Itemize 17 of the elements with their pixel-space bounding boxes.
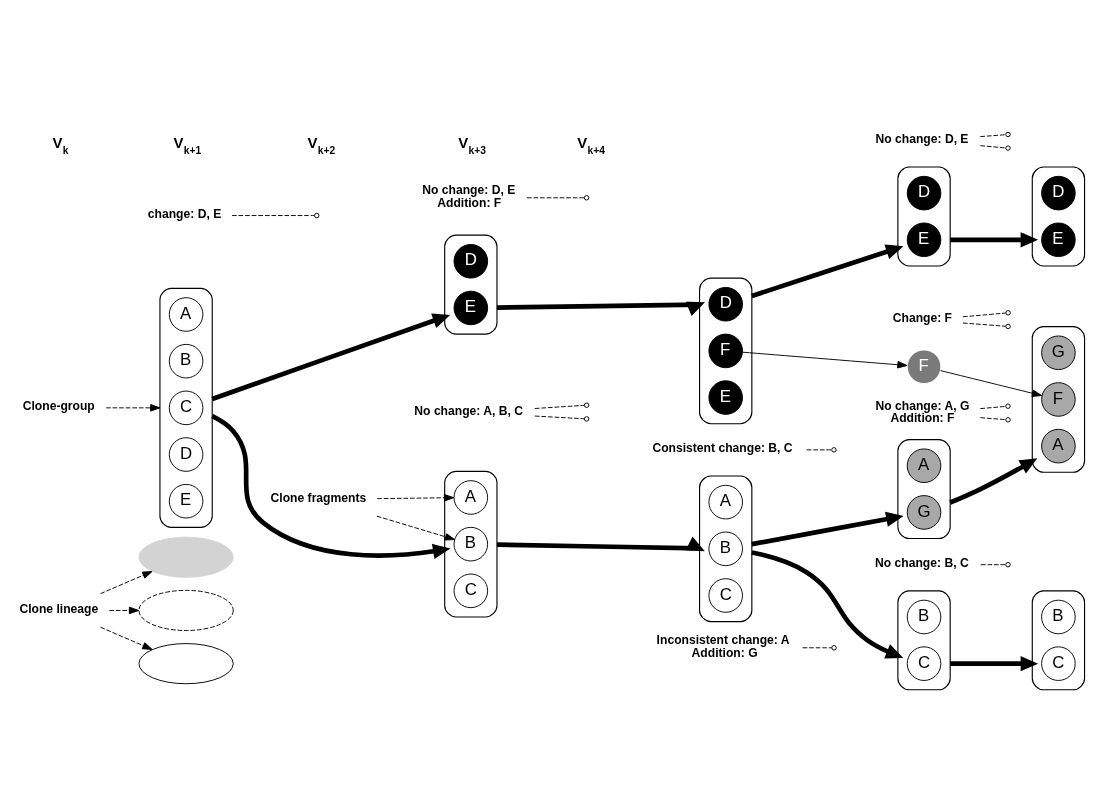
node-text: No change: D, E bbox=[875, 132, 969, 147]
node-text: Clone fragments bbox=[270, 490, 367, 505]
node-text: Clone lineage bbox=[19, 601, 99, 616]
node-text: Inconsistent change: A Addition: G bbox=[656, 633, 790, 660]
node-text: No change: A, G Addition: F bbox=[875, 399, 970, 426]
node-text: No change: A, B, C bbox=[414, 403, 524, 418]
node-text: Clone-group bbox=[22, 399, 95, 414]
label: V$_{k+2}$ bbox=[307, 134, 336, 156]
label: V$_{k+1}$ bbox=[173, 134, 202, 156]
node-text: Change: F bbox=[892, 311, 953, 326]
node-text: No change: D, E Addition: F bbox=[422, 183, 516, 210]
label: V$_{k}$ bbox=[52, 134, 69, 156]
label: V$_{k+3}$ bbox=[458, 134, 486, 156]
node-text: change: D, E bbox=[147, 206, 222, 221]
node-text: Consistent change: B, C bbox=[652, 441, 793, 456]
node-text: No change: B, C bbox=[875, 555, 969, 570]
label: V$_{k+4}$ bbox=[577, 134, 605, 156]
